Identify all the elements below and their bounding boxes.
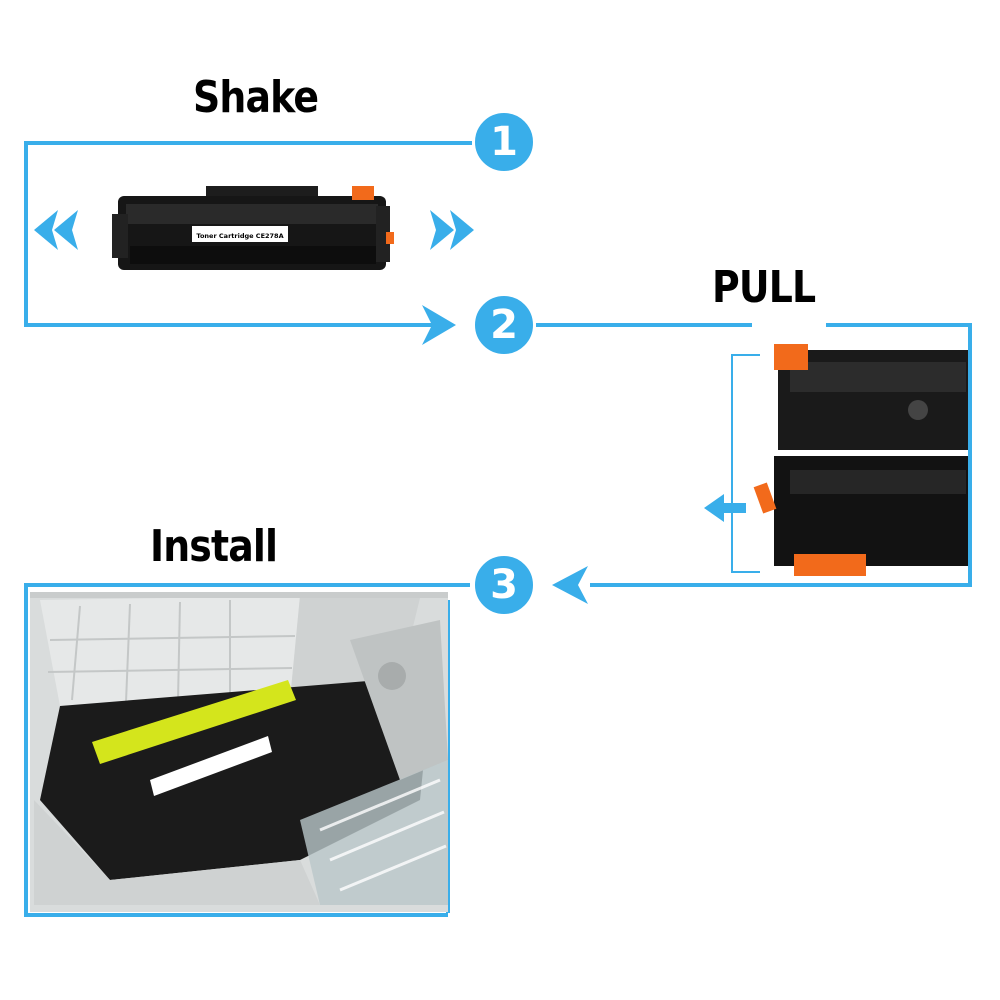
cartridge-label-text: Toner Cartridge CE278A — [196, 232, 283, 240]
step-3-title: Install — [150, 521, 278, 572]
step-2-title: PULL — [712, 262, 816, 313]
step-2-badge: 2 — [472, 293, 536, 357]
pull-seal-image — [704, 344, 968, 576]
step-3-badge: 3 — [472, 553, 536, 617]
step-1-badge: 1 — [472, 110, 536, 174]
toner-cartridge-image: Toner Cartridge CE278A — [112, 186, 394, 270]
step-1-title: Shake — [193, 72, 319, 123]
printer-install-image — [30, 592, 448, 912]
shake-left-arrows — [34, 210, 78, 250]
arrow-to-step-2 — [422, 305, 456, 345]
arrow-to-step-3 — [552, 566, 588, 604]
shake-right-arrows — [430, 210, 474, 250]
